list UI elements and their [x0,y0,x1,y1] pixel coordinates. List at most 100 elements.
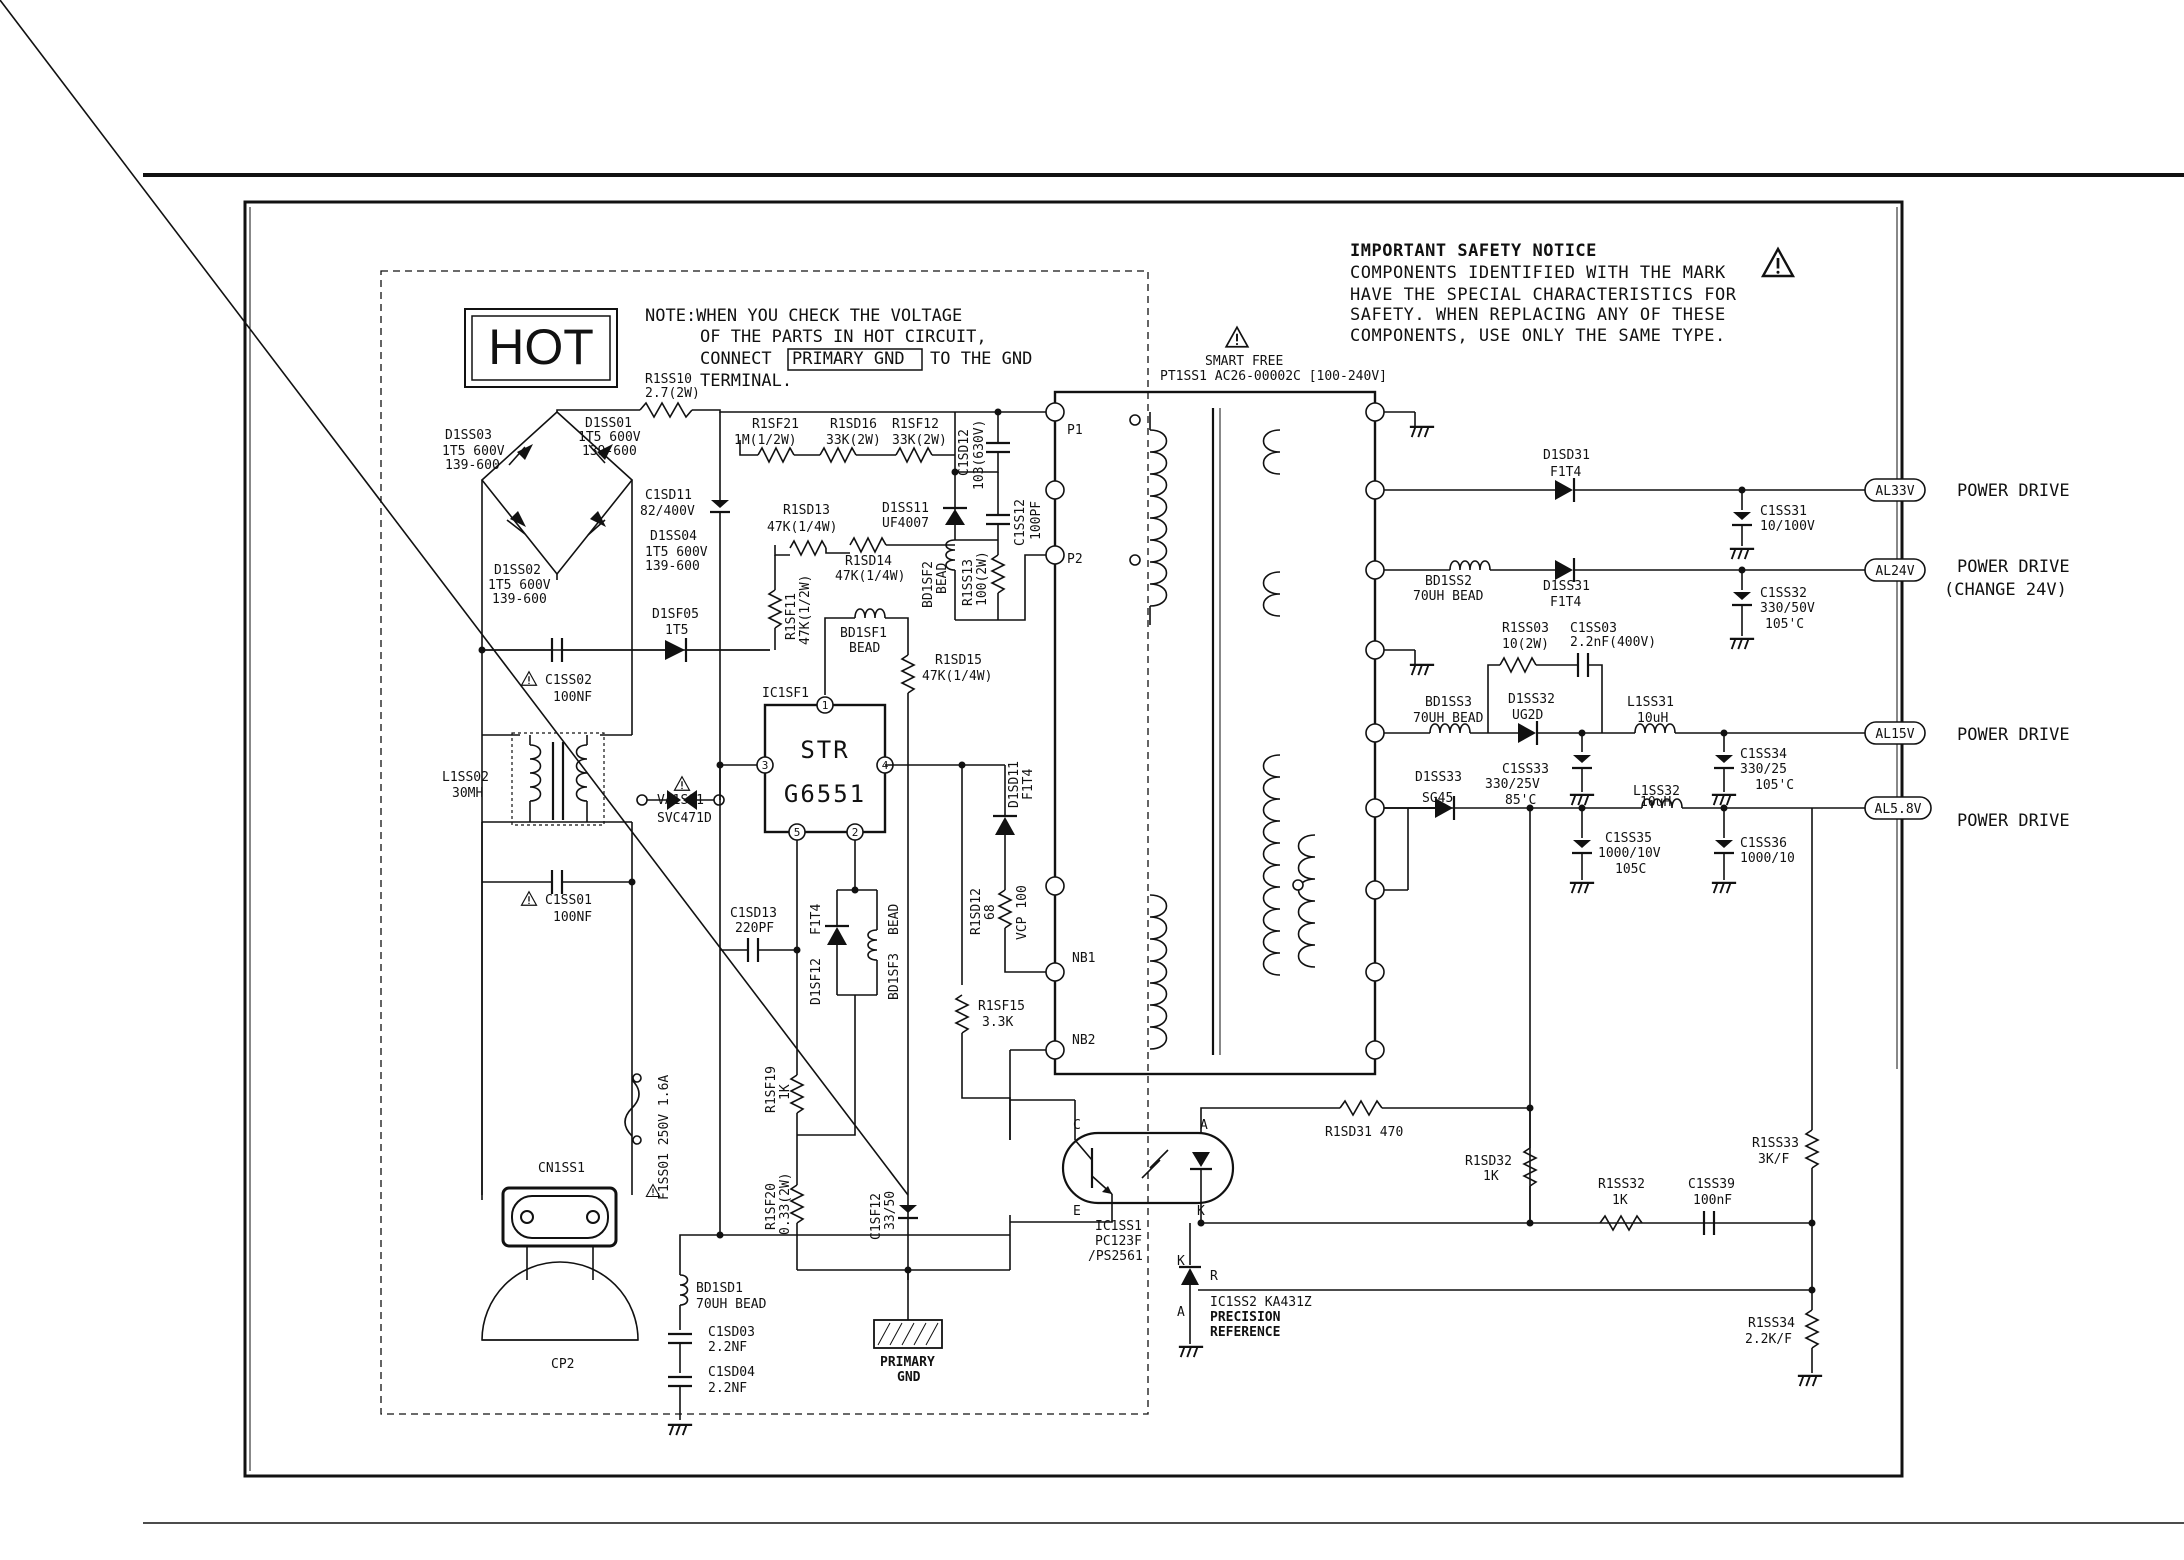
safety-line-4: COMPONENTS, USE ONLY THE SAME TYPE. [1350,326,1726,346]
c1ss36-value: 1000/10 [1740,851,1795,866]
opto-pin-k: K [1197,1204,1205,1219]
d1sd31-value: F1T4 [1550,465,1581,480]
hot-area-boundary [380,270,1149,1415]
c1ss02-label: C1SS02 [545,673,592,688]
r1sf21-label: R1SF21 [752,417,799,432]
ground-symbol [1408,425,1436,439]
ac-input-circuit [480,401,1046,1341]
r1ss33-value: 3K/F [1758,1152,1789,1167]
c1sd04-label: C1SD04 [708,1365,755,1380]
transformer-pin-nb1: NB1 [1072,951,1095,966]
drawing-frame [243,200,1904,1478]
r1sd13-label: R1SD13 [783,503,830,518]
bd1sd1-label: BD1SD1 [696,1281,743,1296]
opto-pin-e: E [1073,1204,1081,1219]
c1sf12-value: 33/50 [883,1191,898,1230]
r1sf15-label: R1SF15 [978,999,1025,1014]
c1ss12-label: C1SS12 [1013,499,1028,546]
secondary-outputs [1384,411,1932,1223]
ground-symbol [1568,793,1596,807]
c1ss33-temp: 85'C [1505,793,1536,808]
ic-str-pin-1: 1 [822,699,829,712]
r1sf12-value: 33K(2W) [892,433,947,448]
bd1sf2-label: BD1SF2 [921,561,936,608]
c1ss33-label: C1SS33 [1502,762,1549,777]
bd1ss3-label: BD1SS3 [1425,695,1472,710]
note-line-3-post: TO THE GND [930,349,1032,369]
c1ss03-value: 2.2nF(400V) [1570,635,1656,650]
d1ss01-code: 139-600 [582,444,637,459]
ic-str-pin-3: 3 [762,759,769,772]
c1sd11-label: C1SD11 [645,488,692,503]
c1ss02-value: 100NF [553,690,592,705]
l1ss32-label: L1SS32 [1633,784,1680,799]
safety-line-3: SAFETY. WHEN REPLACING ANY OF THESE [1350,305,1726,325]
c1sf12-label: C1SF12 [869,1193,884,1240]
hot-label-box: HOT [464,308,618,388]
d1ss33-value: SG45 [1422,791,1453,806]
r1sd32-value: 1K [1483,1169,1499,1184]
output-desc-al24v: POWER DRIVE [1957,557,2070,577]
d1sf12-value: F1T4 [809,904,824,935]
d1sf05-label: D1SF05 [652,607,699,622]
c1ss02-warning-icon [520,671,538,686]
c1sd13-value: 220PF [735,921,774,936]
c1ss39-label: C1SS39 [1688,1177,1735,1192]
c1sd03-label: C1SD03 [708,1325,755,1340]
ic1ss1-alt: /PS2561 [1088,1249,1143,1264]
transformer-warning-icon [1225,326,1249,348]
r1ss03-label: R1SS03 [1502,621,1549,636]
r1sf11-value: 47K(1/2W) [798,575,813,645]
ground-symbol [1568,881,1596,895]
bd1ss3-value: 70UH BEAD [1413,711,1484,726]
note-line-3-pre: CONNECT [700,349,772,369]
r1sd13-value: 47K(1/4W) [767,520,837,535]
l1ss02-value: 30MH [452,786,483,801]
r1sd15-label: R1SD15 [935,653,982,668]
transformer-pin-nb2: NB2 [1072,1033,1095,1048]
ground-symbol [1710,881,1738,895]
ic-str-line-2: G6551 [784,780,866,808]
output-desc-al33v: POWER DRIVE [1957,481,2070,501]
output-tag-al15v: AL15V [1875,727,1914,742]
opto-pin-a: A [1200,1118,1208,1133]
l1ss02-label: L1SS02 [442,770,489,785]
c1sd12-value: 103(630V) [972,420,987,490]
r1ss10-label: R1SS10 [645,372,692,387]
ic-str-pin-2: 2 [852,826,859,839]
primary-gnd-box [787,348,923,371]
transformer-pt1ss1: P1 P2 NB1 NB2 [1045,390,1385,1076]
c1sd11-value: 82/400V [640,504,695,519]
r1ss32-label: R1SS32 [1598,1177,1645,1192]
va1ss1-warning-icon [673,776,691,791]
primary-switching-circuit [0,0,1046,1420]
ground-symbol [1728,637,1756,651]
vcp-label: VCP 100 [1015,885,1030,940]
d1sf05-value: 1T5 [665,623,688,638]
r1sd12-value: 68 [983,904,998,920]
transformer-label-1: SMART FREE [1205,354,1283,369]
c1ss35-temp: 105C [1615,862,1646,877]
d1ss11-value: UF4007 [882,516,929,531]
r1ss34-label: R1SS34 [1748,1316,1795,1331]
l1ss31-value: 10uH [1637,711,1668,726]
r1sf20-label: R1SF20 [764,1183,779,1230]
output-desc-al15v: POWER DRIVE [1957,725,2070,745]
ground-symbol [666,1423,694,1437]
d1sf12-label: D1SF12 [809,958,824,1005]
va1ss1-label: VA1SS1 [657,793,704,808]
c1ss03-label: C1SS03 [1570,621,1617,636]
bd1sf1-label: BD1SF1 [840,626,887,641]
ic1ss1-label: IC1SS1 [1095,1219,1142,1234]
bd1ss2-label: BD1SS2 [1425,574,1472,589]
c1sd03-value: 2.2NF [708,1340,747,1355]
ref-pin-a: A [1177,1305,1185,1320]
c1ss33-value: 330/25V [1485,777,1540,792]
c1ss34-value: 330/25 [1740,762,1787,777]
r1ss33-label: R1SS33 [1752,1136,1799,1151]
d1ss33-label: D1SS33 [1415,770,1462,785]
r1sf15-value: 3.3K [982,1015,1013,1030]
ic1ss2-label: IC1SS2 KA431Z [1210,1295,1312,1310]
r1ss10-value: 2.7(2W) [645,386,700,401]
r1sf21-value: 1M(1/2W) [734,433,797,448]
